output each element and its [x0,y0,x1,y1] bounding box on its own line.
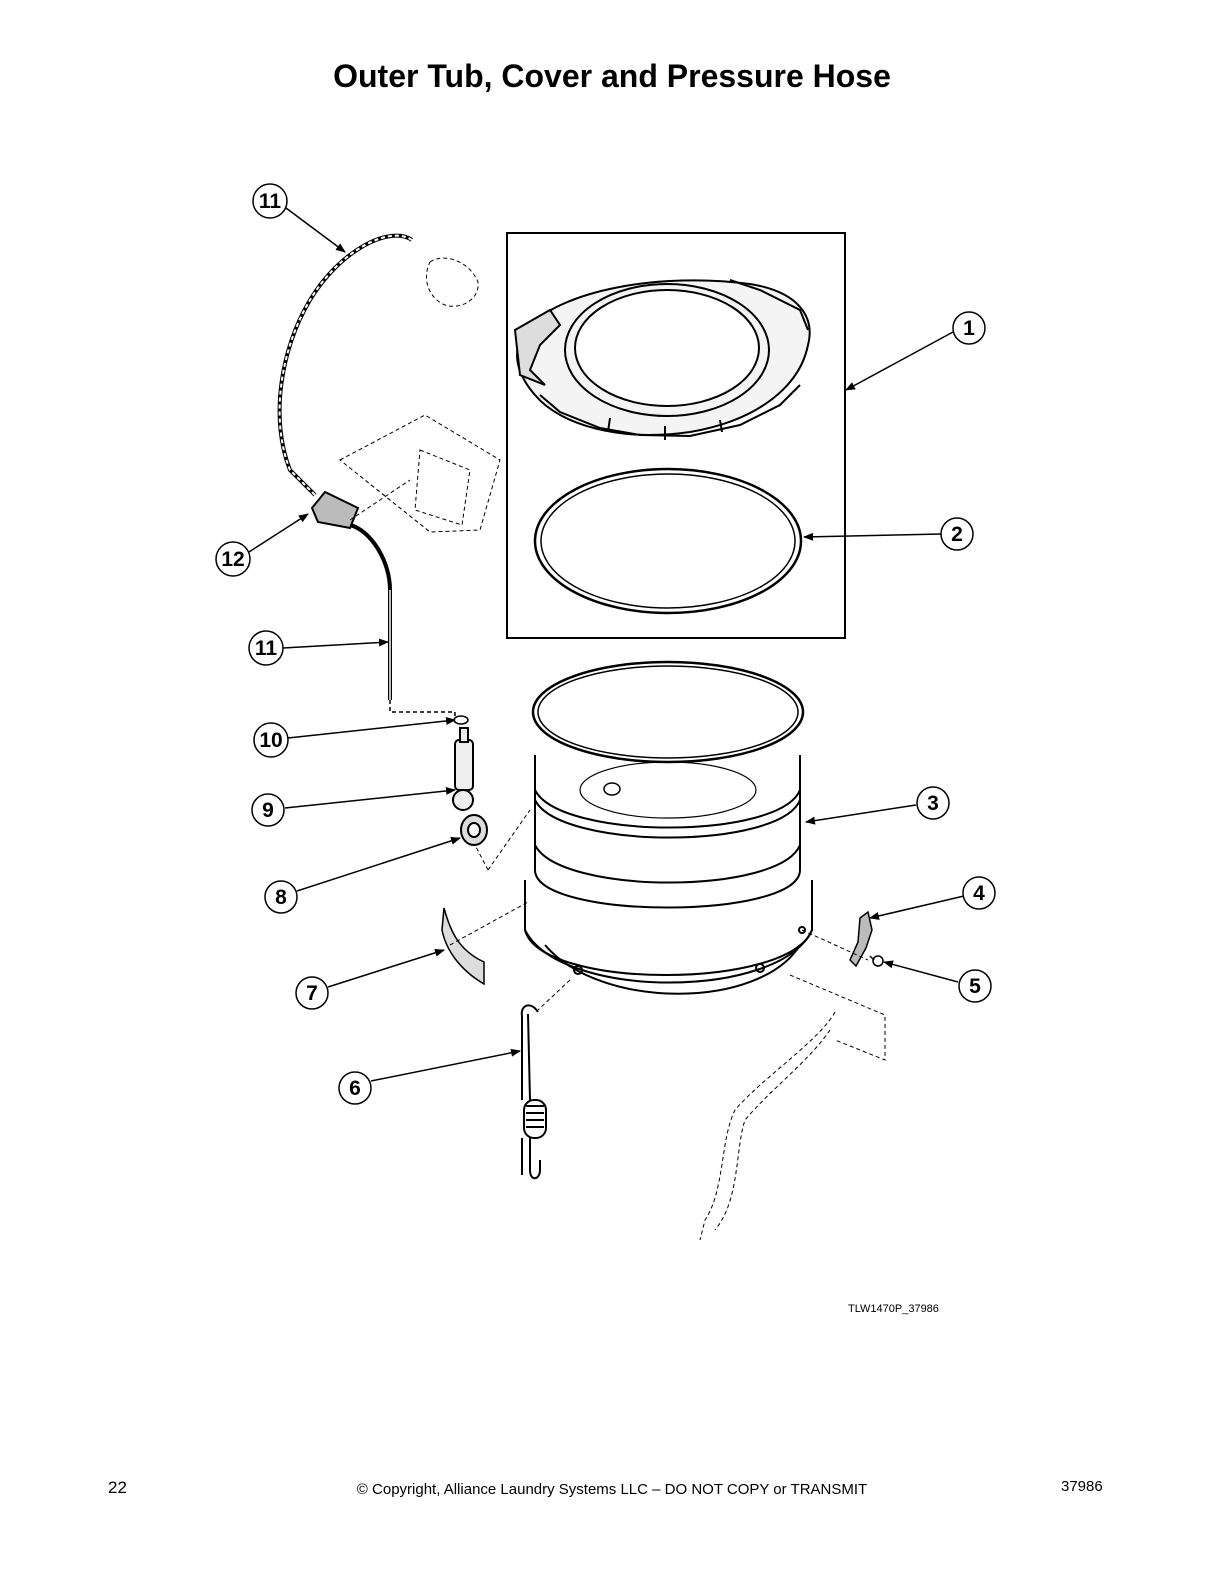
callout-4-label: 4 [973,882,985,905]
leader-11a [285,207,346,253]
leader-9 [284,786,456,809]
page-number: 22 [108,1478,127,1497]
pressure-hose-part [277,233,456,718]
bracket-part [849,910,873,968]
spring-part [520,1004,547,1180]
callout-7-label: 7 [306,982,318,1005]
outer-tub-part [524,660,813,995]
callout-leaders [248,207,965,1082]
callout-8-label: 8 [275,886,287,909]
leader-4 [869,895,965,920]
callout-11-top: 11 [252,183,288,219]
callout-4: 4 [962,876,996,910]
drawing-reference: TLW1470P_37986 [848,1303,939,1315]
leader-11b [282,638,389,649]
callout-7: 7 [295,976,329,1010]
callout-10: 10 [253,722,289,758]
callout-1: 1 [952,311,986,345]
callout-12-label: 12 [221,548,244,571]
callout-2-label: 2 [951,523,963,546]
callout-6: 6 [338,1071,372,1105]
leader-2 [803,532,943,541]
grommet-part [460,814,488,846]
leader-6 [370,1048,521,1082]
callout-9-label: 9 [262,799,274,822]
clamp-part [453,715,469,725]
air-dome-part [452,727,474,811]
leader-8 [296,836,461,892]
callout-10-label: 10 [259,729,282,752]
gasket-part [533,467,803,615]
copyright-notice: © Copyright, Alliance Laundry Systems LL… [356,1481,868,1498]
document-number: 37986 [1061,1478,1103,1495]
leader-3 [805,804,917,825]
leader-7 [327,948,445,988]
leader-12 [248,513,309,553]
leader-10 [287,716,456,739]
callout-1-label: 1 [963,317,975,340]
screw-part [869,955,884,967]
callout-12: 12 [215,541,251,577]
callout-5-label: 5 [969,975,981,998]
callout-11-bottom-label: 11 [255,637,278,660]
tub-cover-part [513,279,811,440]
cover-group-frame [506,232,846,639]
callout-5: 5 [958,969,992,1003]
hose-clip-part [310,490,360,530]
callout-3-label: 3 [927,792,939,815]
callout-11-bottom: 11 [248,630,284,666]
reference-dashed-outlines [339,257,886,1241]
callout-6-label: 6 [349,1077,361,1100]
shield-part [441,907,485,986]
callout-9: 9 [251,793,285,827]
callout-8: 8 [264,880,298,914]
callout-3: 3 [916,786,950,820]
leader-5 [883,960,959,983]
callout-2: 2 [940,517,974,551]
leader-1 [845,331,954,391]
page-title: Outer Tub, Cover and Pressure Hose [333,58,891,94]
callout-11-top-label: 11 [259,190,282,213]
